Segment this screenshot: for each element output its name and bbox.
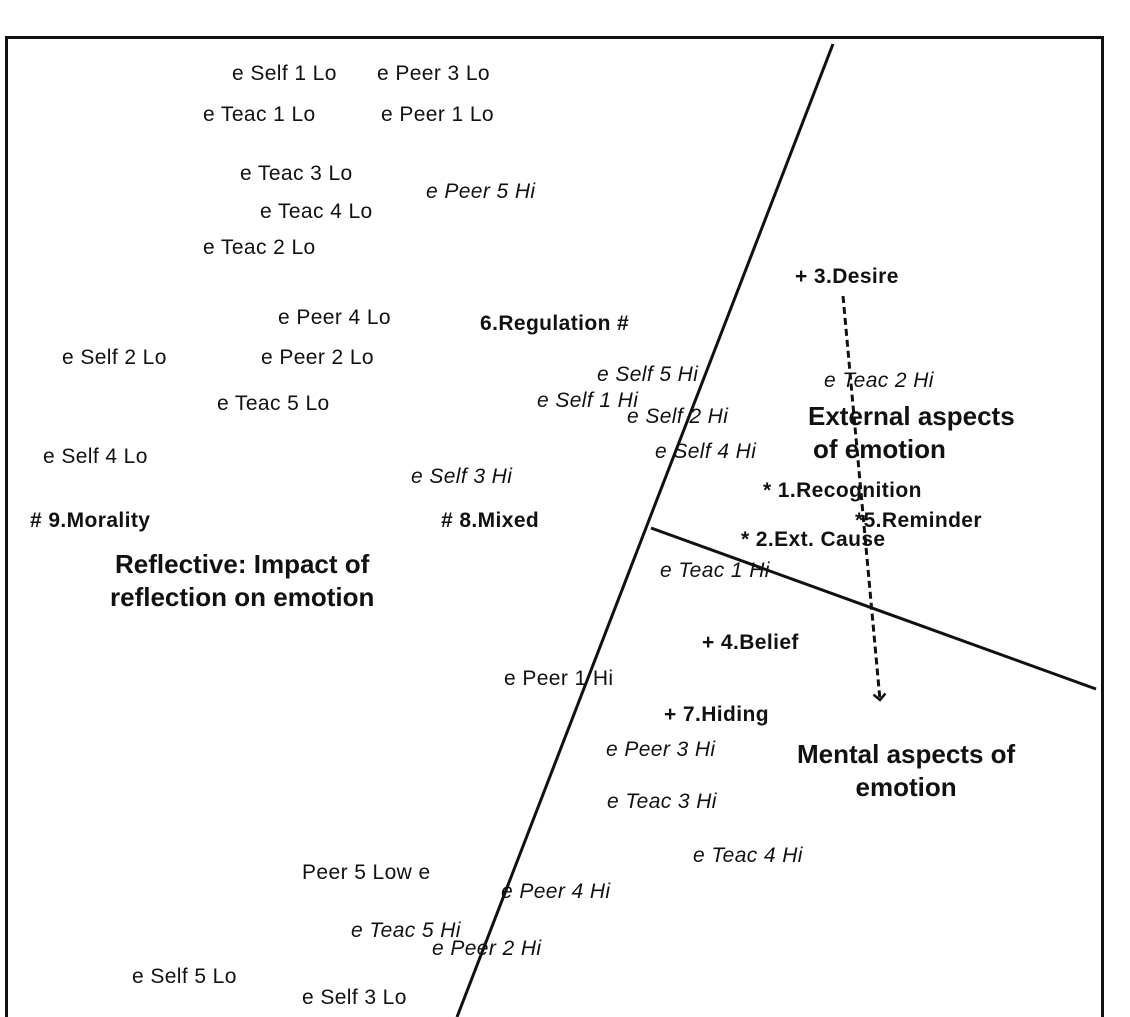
label-teac-4-lo: e Teac 4 Lo [260,200,373,223]
region-mental-line-1: Mental aspects of [797,739,1016,769]
label-peer-2-lo: e Peer 2 Lo [261,346,374,369]
label-mixed: # 8.Mixed [441,509,540,532]
label-teac-1-lo: e Teac 1 Lo [203,103,316,126]
region-mental-aspects: Mental aspects of emotion [797,738,1015,803]
label-teac-4-hi: e Teac 4 Hi [693,844,803,867]
region-external-line-2: of emotion [813,433,946,464]
label-self-2-hi: e Self 2 Hi [627,405,729,428]
label-self-1-hi: e Self 1 Hi [537,389,639,412]
label-teac-3-hi: e Teac 3 Hi [607,790,717,813]
label-self-5-hi: e Self 5 Hi [597,363,699,386]
label-recognition: * 1.Recognition [763,479,922,502]
region-mental-line-2: emotion [855,771,957,802]
label-ext-cause: * 2.Ext. Cause [741,528,886,551]
desire-arrow [841,295,887,702]
label-regulation: 6.Regulation # [480,312,630,335]
diagram-frame [5,36,1104,1017]
label-self-2-lo: e Self 2 Lo [62,346,167,369]
region-reflective-line-2: reflection on emotion [110,581,375,612]
label-peer-1-hi: e Peer 1 Hi [504,667,614,690]
label-teac-5-lo: e Teac 5 Lo [217,392,330,415]
label-teac-5-hi: e Teac 5 Hi [351,919,461,942]
label-teac-2-hi: e Teac 2 Hi [824,369,934,392]
region-reflective-line-1: Reflective: Impact of [115,549,370,579]
label-peer-1-lo: e Peer 1 Lo [381,103,494,126]
label-peer-5-low: Peer 5 Low e [302,861,431,884]
label-teac-2-lo: e Teac 2 Lo [203,236,316,259]
divider-line-main [455,43,835,1017]
label-self-3-lo: e Self 3 Lo [302,986,407,1009]
label-peer-2-hi: e Peer 2 Hi [432,937,542,960]
label-teac-1-hi: e Teac 1 Hi [660,559,770,582]
label-desire: + 3.Desire [795,265,899,288]
label-hiding: + 7.Hiding [664,703,769,726]
label-self-1-lo: e Self 1 Lo [232,62,337,85]
label-self-4-hi: e Self 4 Hi [655,440,757,463]
label-peer-3-hi: e Peer 3 Hi [606,738,716,761]
region-external-aspects: External aspects of emotion [808,400,1015,465]
label-peer-3-lo: e Peer 3 Lo [377,62,490,85]
label-teac-3-lo: e Teac 3 Lo [240,162,353,185]
region-external-line-1: External aspects [808,401,1015,431]
divider-line-secondary [650,526,1097,691]
label-self-3-hi: e Self 3 Hi [411,465,513,488]
label-peer-5-hi: e Peer 5 Hi [426,180,536,203]
label-self-5-lo: e Self 5 Lo [132,965,237,988]
label-peer-4-hi: e Peer 4 Hi [501,880,611,903]
label-morality: # 9.Morality [30,509,151,532]
label-peer-4-lo: e Peer 4 Lo [278,306,391,329]
label-self-4-lo: e Self 4 Lo [43,445,148,468]
label-reminder: *5.Reminder [855,509,982,532]
label-belief: + 4.Belief [702,631,799,654]
region-reflective: Reflective: Impact of reflection on emot… [110,548,374,613]
